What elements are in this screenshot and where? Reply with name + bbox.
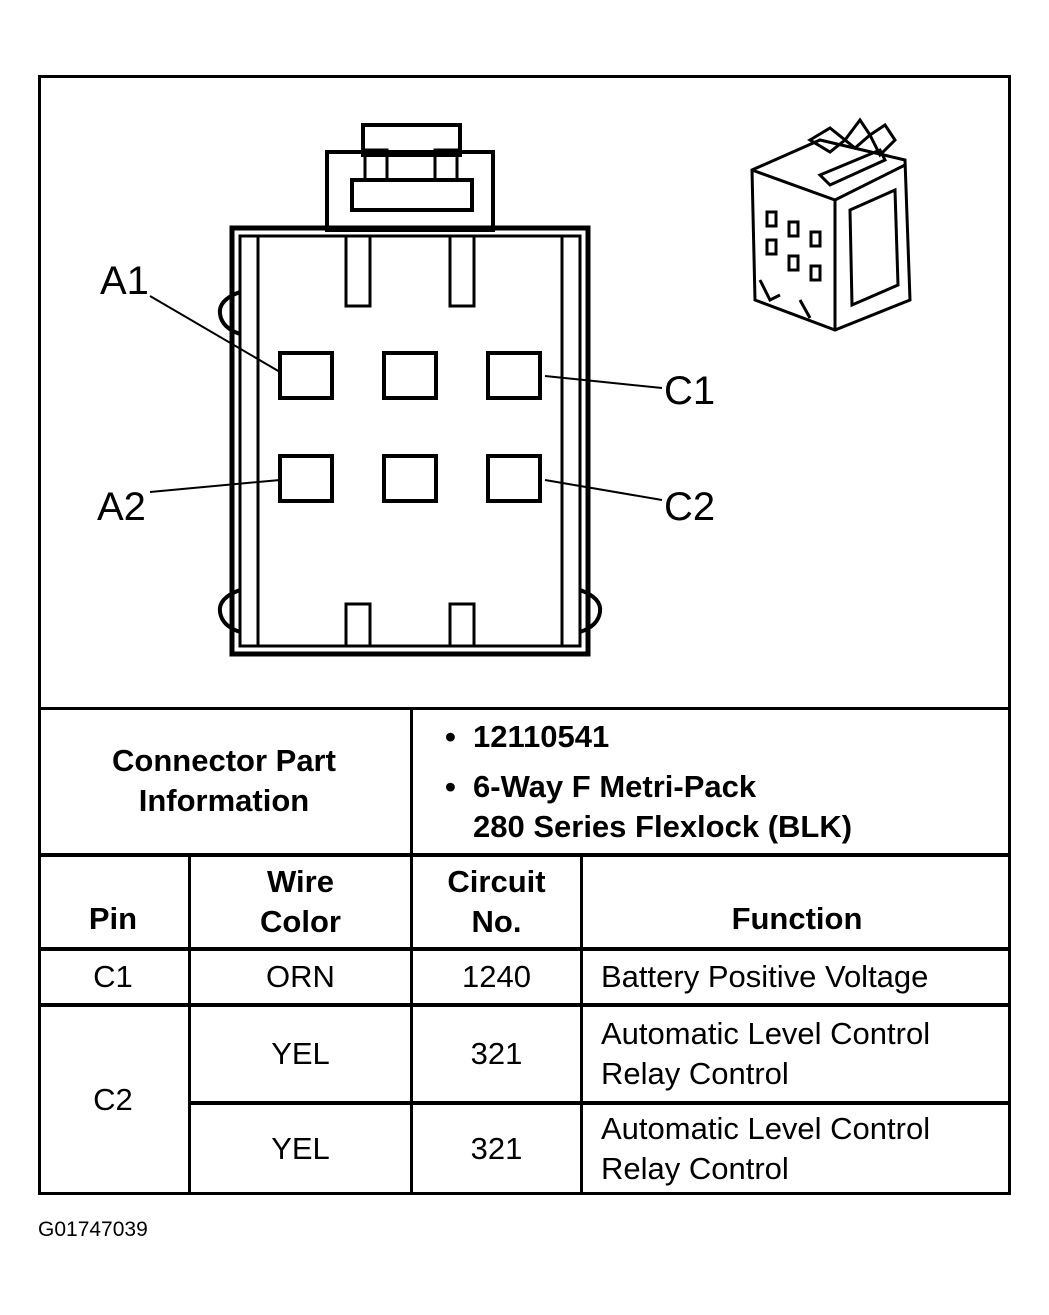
cavity-a2 (278, 454, 334, 503)
part-description-line1: 6-Way F Metri-Pack (473, 769, 757, 804)
row3-circuit: 321 (470, 1131, 523, 1166)
cavity-c2 (486, 454, 542, 503)
connector-isometric-icon (750, 117, 912, 332)
divider (38, 1003, 1011, 1007)
part-number: 12110541 (473, 719, 610, 754)
cavity-a1 (278, 351, 334, 400)
figure-id: G01747039 (38, 1218, 148, 1241)
divider (38, 707, 1011, 710)
connector-face-view-icon (149, 123, 663, 657)
pin-label-c2: C2 (664, 485, 715, 529)
divider (38, 947, 1011, 951)
row1-wire-color: ORN (266, 959, 335, 994)
row3-wire-color: YEL (271, 1131, 330, 1166)
divider (38, 853, 1011, 857)
row2-function: Automatic Level Control Relay Control (601, 1016, 931, 1091)
cavity-b2 (382, 454, 438, 503)
cavity-c1 (486, 351, 542, 400)
connector-part-info: Connector Part Information • 12110541 • … (38, 707, 1011, 857)
pin-label-a1: A1 (100, 259, 149, 303)
divider (188, 853, 191, 1193)
row1-function: Battery Positive Voltage (601, 959, 929, 994)
header-pin: Pin (88, 901, 138, 936)
part-description-line2: 280 Series Flexlock (BLK) (473, 809, 853, 844)
row1-pin: C1 (93, 959, 133, 994)
row2-wire-color: YEL (271, 1036, 330, 1071)
header-function: Function (731, 901, 863, 936)
divider (410, 853, 413, 1193)
bullet-icon: • (445, 769, 456, 804)
part-info-values: • 12110541 • 6-Way F Metri-Pack 280 Seri… (413, 707, 1008, 855)
diagram-frame (38, 75, 1011, 1195)
row2-circuit: 321 (470, 1036, 523, 1071)
row2-pin: C2 (93, 1082, 133, 1117)
header-circuit: Circuit No. (447, 864, 546, 939)
divider (188, 1101, 1011, 1105)
row3-function: Automatic Level Control Relay Control (601, 1111, 931, 1186)
header-wire-color: Wire Color (260, 864, 341, 939)
bullet-icon: • (445, 719, 456, 754)
connector-diagram: A1 A2 C1 C2 (97, 117, 912, 657)
cavity-b1 (382, 351, 438, 400)
divider (410, 707, 413, 857)
divider (580, 853, 583, 1193)
pin-label-c1: C1 (664, 369, 715, 413)
row1-circuit: 1240 (462, 959, 531, 994)
part-info-label: Connector Part Information (112, 743, 336, 818)
pin-label-a2: A2 (97, 485, 146, 529)
